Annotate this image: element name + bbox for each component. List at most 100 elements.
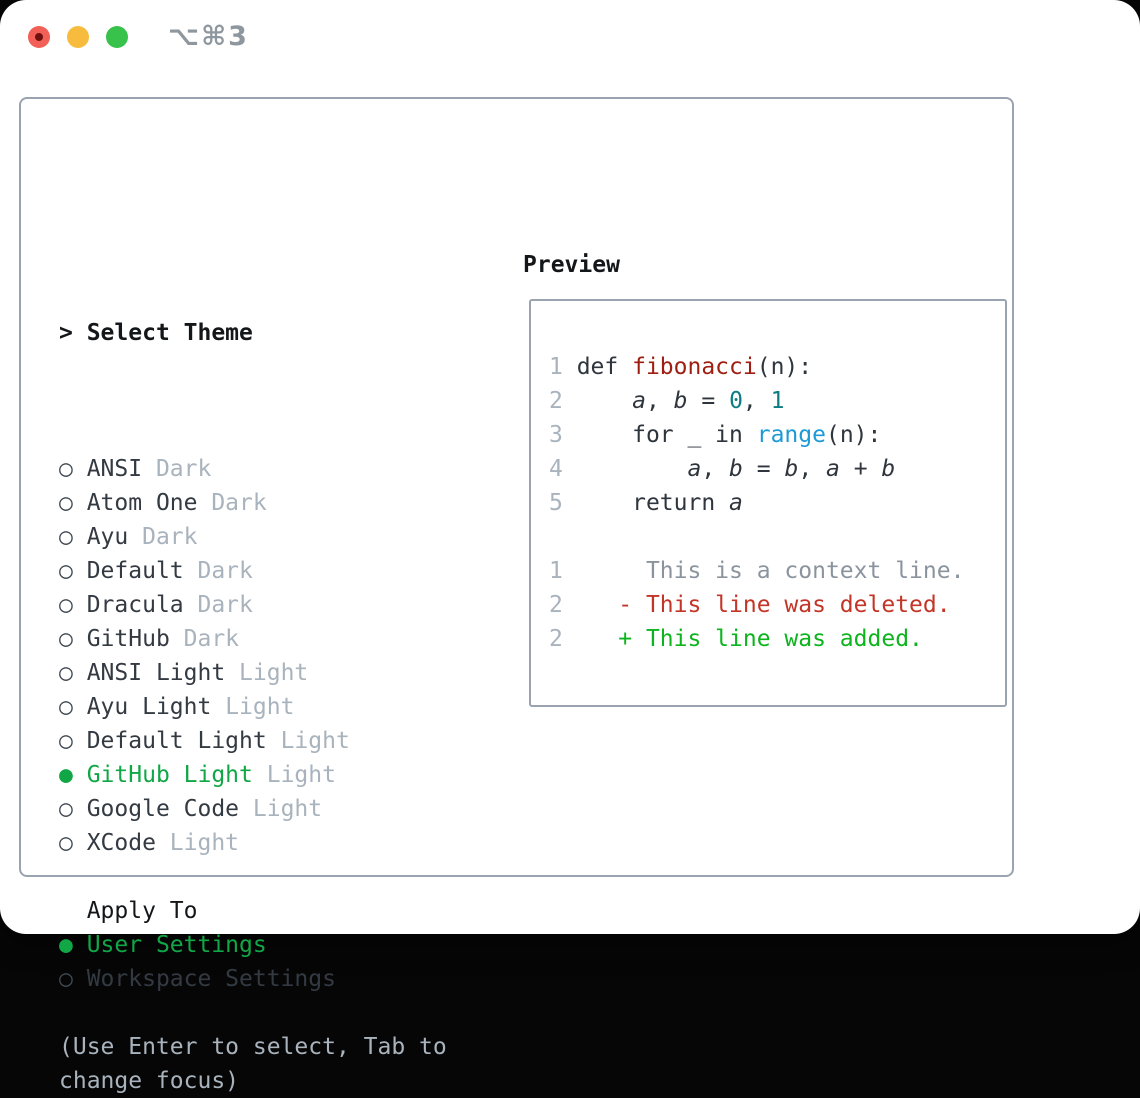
code-token: return (576, 490, 730, 516)
apply-to-header-label: Apply To (59, 898, 198, 924)
code-token: def (576, 354, 633, 380)
code-token: for _ in (576, 422, 757, 448)
line-number: 2 (549, 592, 577, 618)
code-line: 2 - This line was deleted. (549, 588, 964, 622)
code-token: b (784, 456, 799, 482)
keyboard-hint: (Use Enter to select, Tab to (59, 1030, 447, 1064)
line-number: 3 (549, 422, 577, 448)
theme-name: Default (86, 558, 198, 584)
theme-variant-tag: Light (280, 728, 350, 754)
radio-unselected-icon: ○ (59, 558, 87, 584)
theme-variant-tag: Dark (211, 490, 267, 516)
line-number: 5 (549, 490, 577, 516)
theme-option-dracula[interactable]: ○ Dracula Dark (59, 588, 447, 622)
spacer-line (59, 996, 447, 1030)
code-token: 1 (770, 388, 785, 414)
radio-unselected-icon: ○ (59, 456, 87, 482)
radio-unselected-icon: ○ (59, 830, 87, 856)
code-token: 0 (729, 388, 743, 414)
theme-option-github[interactable]: ○ GitHub Dark (59, 622, 447, 656)
apply-option-label: User Settings (86, 932, 267, 958)
code-line: 4 a, b = b, a + b (549, 452, 964, 486)
code-token (577, 456, 688, 482)
theme-option-xcode[interactable]: ○ XCode Light (59, 826, 447, 860)
theme-variant-tag: Light (252, 796, 323, 822)
code-token: = (742, 456, 785, 482)
theme-option-github-light[interactable]: ● GitHub Light Light (59, 758, 447, 792)
unsaved-changes-dot-icon (35, 33, 43, 41)
theme-variant-tag: Dark (197, 592, 253, 618)
theme-variant-tag: Light (266, 762, 336, 788)
apply-option-user-settings[interactable]: ● User Settings (59, 928, 447, 962)
theme-name: Dracula (86, 592, 198, 618)
apply-option-label: Workspace Settings (86, 966, 336, 992)
spacer-line (59, 860, 447, 894)
title-bar: ⌥⌘3 (0, 0, 1140, 75)
radio-unselected-icon: ○ (59, 660, 87, 686)
radio-selected-icon: ● (59, 762, 87, 788)
line-number: 2 (549, 388, 577, 414)
code-token: + This line was added. (576, 626, 923, 652)
select-theme-header-label: Select Theme (86, 320, 253, 346)
code-token: range (756, 422, 826, 448)
theme-variant-tag: Dark (183, 626, 240, 652)
window-title: ⌥⌘3 (168, 21, 249, 52)
traffic-light-zoom-button[interactable] (106, 26, 128, 48)
radio-unselected-icon: ○ (59, 626, 87, 652)
theme-variant-tag: Dark (197, 558, 253, 584)
code-token: fibonacci (632, 354, 757, 380)
code-token: = (687, 388, 730, 414)
code-token: This is a context line. (576, 558, 965, 584)
code-token (577, 388, 632, 414)
theme-option-ayu-light[interactable]: ○ Ayu Light Light (59, 690, 447, 724)
theme-option-default-light[interactable]: ○ Default Light Light (59, 724, 447, 758)
code-line (549, 520, 964, 554)
theme-option-ansi-light[interactable]: ○ ANSI Light Light (59, 656, 447, 690)
select-theme-header: > Select Theme (59, 316, 447, 350)
theme-option-google-code[interactable]: ○ Google Code Light (59, 792, 447, 826)
theme-name: GitHub (86, 626, 184, 652)
code-token: (n): (756, 354, 813, 380)
code-line: 2 + This line was added. (549, 622, 964, 656)
code-token: a (632, 388, 646, 414)
code-line: 3 for _ in range(n): (549, 418, 964, 452)
radio-unselected-icon: ○ (59, 966, 87, 992)
apply-option-workspace-settings[interactable]: ○ Workspace Settings (59, 962, 447, 996)
code-token: b (881, 456, 896, 482)
traffic-light-minimize-button[interactable] (67, 26, 89, 48)
radio-unselected-icon: ○ (59, 524, 87, 550)
theme-name: Default Light (86, 728, 281, 754)
code-token: + (839, 456, 882, 482)
code-token: a (826, 456, 840, 482)
line-number: 1 (549, 354, 577, 380)
radio-unselected-icon: ○ (59, 592, 87, 618)
apply-to-header: Apply To (59, 894, 447, 928)
theme-option-ansi[interactable]: ○ ANSI Dark (59, 452, 447, 486)
theme-option-default[interactable]: ○ Default Dark (59, 554, 447, 588)
code-token: , (798, 456, 827, 482)
radio-unselected-icon: ○ (59, 694, 87, 720)
theme-name: Ayu Light (86, 694, 226, 720)
radio-unselected-icon: ○ (59, 490, 87, 516)
code-token: , (645, 388, 674, 414)
code-line: 5 return a (549, 486, 964, 520)
traffic-light-close-button[interactable] (28, 26, 50, 48)
code-token: b (673, 388, 688, 414)
theme-variant-tag: Light (225, 694, 295, 720)
code-token: (n): (825, 422, 882, 448)
theme-option-ayu[interactable]: ○ Ayu Dark (59, 520, 447, 554)
code-token: b (729, 456, 743, 482)
focus-caret-icon: > (59, 320, 87, 346)
theme-name: Atom One (86, 490, 212, 516)
theme-name: ANSI Light (86, 660, 240, 686)
keyboard-hint: change focus) (59, 1064, 447, 1098)
line-number: 4 (549, 456, 577, 482)
theme-name: XCode (86, 830, 170, 856)
tui-app-frame: > Select Theme ○ ANSI Dark○ Atom One Dar… (19, 97, 1014, 1094)
code-token: a (687, 456, 702, 482)
theme-name: Google Code (86, 796, 253, 822)
theme-option-atom-one[interactable]: ○ Atom One Dark (59, 486, 447, 520)
